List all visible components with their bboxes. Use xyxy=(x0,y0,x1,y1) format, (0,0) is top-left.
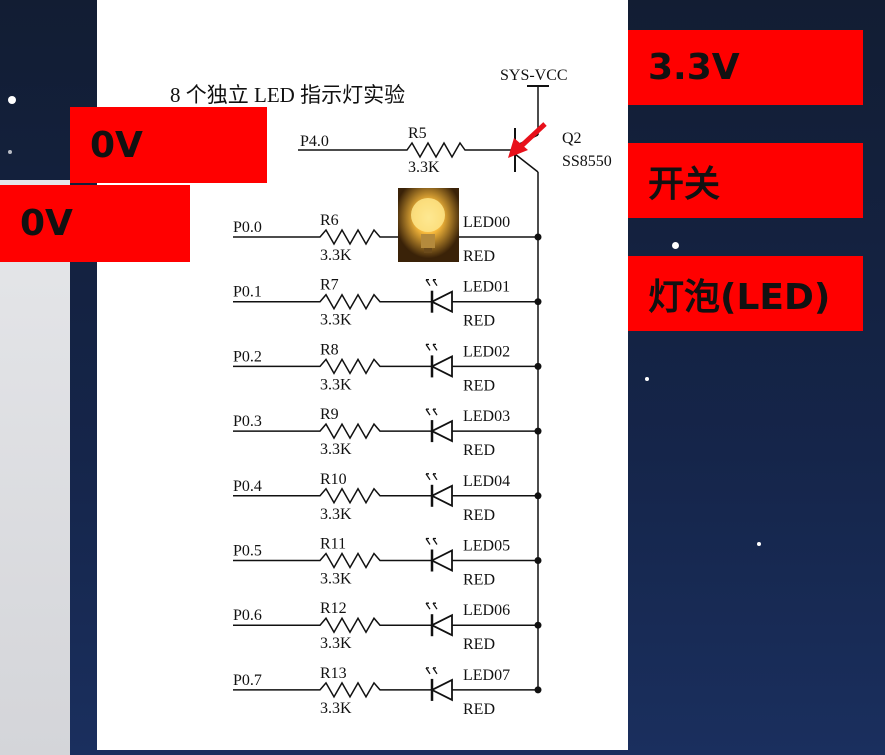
resistor-name: R11 xyxy=(320,536,346,553)
r5-resistor xyxy=(298,141,513,159)
junction-dot xyxy=(534,298,542,306)
q2-part: SS8550 xyxy=(562,153,612,170)
led-diode-icon xyxy=(429,678,453,702)
led-diode-icon xyxy=(429,290,453,314)
led-name: LED01 xyxy=(463,279,510,296)
resistor-value: 3.3K xyxy=(320,571,352,588)
resistor-name: R12 xyxy=(320,600,347,617)
r5-value: 3.3K xyxy=(408,159,440,176)
led-name: LED04 xyxy=(463,473,510,490)
led-color: RED xyxy=(463,248,495,265)
junction-dot xyxy=(534,427,542,435)
resistor-name: R7 xyxy=(320,277,339,294)
led-name: LED07 xyxy=(463,667,510,684)
red-pointer-arrow-icon xyxy=(508,122,547,158)
pin-label: P0.4 xyxy=(233,478,262,495)
supply-label: SYS-VCC xyxy=(500,67,568,84)
resistor-value: 3.3K xyxy=(320,441,352,458)
led-name: LED06 xyxy=(463,602,510,619)
junction-dot xyxy=(534,686,542,694)
led-diode-icon xyxy=(429,549,453,572)
pin-label: P0.6 xyxy=(233,607,262,624)
resistor-value: 3.3K xyxy=(320,247,352,264)
resistor xyxy=(233,228,432,246)
resistor-name: R8 xyxy=(320,341,339,358)
resistor xyxy=(233,487,432,505)
led-diode-icon xyxy=(429,613,453,637)
star xyxy=(8,96,16,104)
resistor-value: 3.3K xyxy=(320,506,352,523)
resistor xyxy=(233,681,432,699)
r5-name: R5 xyxy=(408,125,427,142)
light-bulb-icon xyxy=(398,188,459,262)
left-panel xyxy=(0,180,70,755)
led-diode-icon xyxy=(429,484,453,508)
led-name: LED05 xyxy=(463,538,510,555)
led-diode-icon xyxy=(429,354,453,378)
resistor-value: 3.3K xyxy=(320,635,352,652)
star xyxy=(757,542,761,546)
led-diode-icon xyxy=(429,419,453,443)
schematic-title: 8 个独立 LED 指示灯实验 xyxy=(170,83,405,107)
resistor xyxy=(233,616,432,634)
pin-label: P0.0 xyxy=(233,219,262,236)
led-color: RED xyxy=(463,701,495,718)
led-name: LED03 xyxy=(463,408,510,425)
resistor-value: 3.3K xyxy=(320,700,352,717)
pin-label: P0.5 xyxy=(233,543,262,560)
junction-dot xyxy=(534,233,542,241)
junction-dot xyxy=(534,362,542,370)
led-color: RED xyxy=(463,442,495,459)
junction-dot xyxy=(534,557,542,564)
pin-label: P0.2 xyxy=(233,348,262,365)
pin-label: P0.3 xyxy=(233,413,262,430)
pin-label: P0.7 xyxy=(233,672,262,689)
led-name: LED00 xyxy=(463,214,510,231)
resistor-value: 3.3K xyxy=(320,376,352,393)
resistor xyxy=(233,422,432,440)
junction-dot xyxy=(534,621,542,629)
star xyxy=(8,150,12,154)
led-color: RED xyxy=(463,572,495,589)
p00-voltage-label: 0V xyxy=(0,185,190,262)
junction-dot xyxy=(534,492,542,500)
resistor xyxy=(233,551,432,570)
resistor xyxy=(233,357,432,375)
bulb-label: 灯泡(LED) xyxy=(628,256,863,331)
vcc-voltage-label: 3.3V xyxy=(628,30,863,105)
led-color: RED xyxy=(463,507,495,524)
q2-name: Q2 xyxy=(562,130,582,147)
star xyxy=(645,377,649,381)
star xyxy=(672,242,679,249)
resistor-name: R10 xyxy=(320,471,347,488)
resistor-name: R6 xyxy=(320,212,339,229)
resistor xyxy=(233,293,432,311)
pin-label: P0.1 xyxy=(233,284,262,301)
led-color: RED xyxy=(463,377,495,394)
led-color: RED xyxy=(463,636,495,653)
led-name: LED02 xyxy=(463,343,510,360)
resistor-name: R9 xyxy=(320,406,339,423)
p40-voltage-label: 0V xyxy=(70,107,267,183)
switch-label: 开关 xyxy=(628,143,863,218)
resistor-name: R13 xyxy=(320,665,347,682)
switch-input-pin: P4.0 xyxy=(300,133,329,150)
resistor-value: 3.3K xyxy=(320,312,352,329)
led-color: RED xyxy=(463,313,495,330)
